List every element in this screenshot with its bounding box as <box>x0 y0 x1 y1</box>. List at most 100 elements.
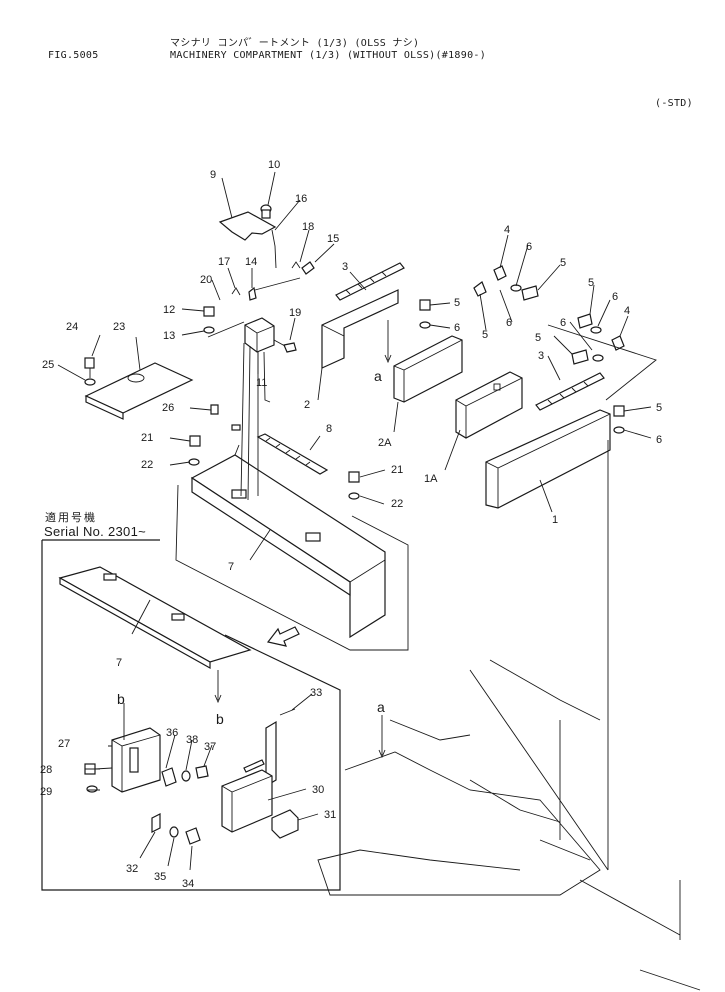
callout-ref-a-upper: a <box>374 368 382 384</box>
callout-21-left: 21 <box>141 432 153 444</box>
ref-arrow-a-lower <box>378 715 386 759</box>
callout-36: 36 <box>166 727 178 739</box>
callout-23: 23 <box>113 321 125 333</box>
part-5-bolt-2 <box>473 281 487 297</box>
callout-6-right2: 6 <box>560 317 566 329</box>
callout-6-upper: 6 <box>526 241 532 253</box>
part-4-nut-1 <box>493 265 507 281</box>
part-33-bar <box>243 708 296 788</box>
callout-3-right: 3 <box>538 350 544 362</box>
bracket-dash-line <box>207 277 301 338</box>
part-18-pin <box>291 261 301 269</box>
part-38-washer <box>181 770 191 782</box>
part-31-latch <box>271 809 299 839</box>
callout-11: 11 <box>256 377 267 389</box>
part-6-washer-1 <box>419 321 431 329</box>
ref-arrow-b-upper <box>214 670 222 704</box>
part-15-clip <box>301 261 315 275</box>
part-25-washer <box>84 378 96 386</box>
part-35-washer <box>169 826 179 838</box>
part-13-washer <box>203 326 215 334</box>
part-32-clip <box>151 813 161 833</box>
bracket-support-rod <box>240 342 271 501</box>
title-japanese: マシナリ コンパ゛ートメント (1/3) (OLSS ナシ) <box>170 38 420 49</box>
callout-35: 35 <box>154 871 166 883</box>
part-5-bolt-6 <box>613 405 625 417</box>
part-23-plate <box>84 362 194 420</box>
callout-4-upper: 4 <box>504 224 510 236</box>
part-21-bolt-right <box>348 471 360 483</box>
part-5-bolt-5 <box>571 349 589 365</box>
callout-32: 32 <box>126 863 138 875</box>
part-21-bolt-left <box>189 435 201 447</box>
part-17-pin <box>231 287 241 296</box>
callout-3-upper: 3 <box>342 261 348 273</box>
part-1-panel <box>485 409 611 509</box>
callout-6-mid: 6 <box>454 322 460 334</box>
callout-7-inset: 7 <box>116 657 122 669</box>
callout-6-lower: 6 <box>506 317 512 329</box>
part-6-washer-5 <box>613 426 625 434</box>
part-3-seal-upper <box>335 262 405 301</box>
title-english: MACHINERY COMPARTMENT (1/3) (WITHOUT OLS… <box>170 50 487 61</box>
part-27-bracket <box>111 727 161 793</box>
callout-27: 27 <box>58 738 70 750</box>
callout-30: 30 <box>312 784 324 796</box>
part-14-clip <box>248 286 257 301</box>
leader-lines <box>57 171 652 871</box>
part-36-plate <box>161 767 177 787</box>
inset-frame <box>41 539 341 891</box>
callout-13: 13 <box>163 330 175 342</box>
callout-18: 18 <box>302 221 314 233</box>
callout-5-upper: 5 <box>560 257 566 269</box>
part-11-hinge <box>244 317 275 353</box>
callout-1: 1 <box>552 514 558 526</box>
callout-29: 29 <box>40 786 52 798</box>
callout-24: 24 <box>66 321 78 333</box>
part-7-inset-cover <box>58 566 252 670</box>
part-1a-panel <box>455 371 523 439</box>
part-24-bolt <box>84 357 95 378</box>
callout-5-mid: 5 <box>454 297 460 309</box>
part-3-seal-right <box>535 372 605 411</box>
callout-2a: 2A <box>378 437 392 449</box>
part-22-washer-right <box>348 492 360 500</box>
std-tag: (-STD) <box>655 98 693 109</box>
callout-5-right2: 5 <box>535 332 541 344</box>
callout-31: 31 <box>324 809 336 821</box>
callout-12: 12 <box>163 304 175 316</box>
part-7-main-cover <box>190 444 386 639</box>
callout-ref-b-upper: b <box>117 691 125 707</box>
part-10-bolt <box>260 204 272 219</box>
part-19-bolt <box>273 339 297 353</box>
part-5-bolt-4 <box>577 313 593 329</box>
callout-21-right: 21 <box>391 464 403 476</box>
part-12-bolt <box>203 306 215 317</box>
callout-22-left: 22 <box>141 459 153 471</box>
part-30-plate <box>221 769 273 833</box>
callout-6-far-right: 6 <box>656 434 662 446</box>
callout-14: 14 <box>245 256 257 268</box>
callout-37: 37 <box>204 741 216 753</box>
right-frame-line <box>469 324 657 871</box>
callout-5-right: 5 <box>588 277 594 289</box>
part-37-bolt <box>195 765 209 779</box>
part-5-bolt-1 <box>419 299 431 311</box>
callout-22-right: 22 <box>391 498 403 510</box>
callout-labels: 9 10 16 18 15 17 14 20 12 13 19 11 24 23… <box>40 159 662 890</box>
callout-33: 33 <box>310 687 322 699</box>
callout-9: 9 <box>210 169 216 181</box>
callout-38: 38 <box>186 734 198 746</box>
part-2-panel <box>321 289 399 369</box>
callout-ref-a-lower: a <box>377 699 385 715</box>
part-6-washer-4 <box>592 354 604 362</box>
part-16-spring <box>271 229 277 269</box>
callout-5-far-right: 5 <box>656 402 662 414</box>
machine-body-outline <box>317 659 701 991</box>
part-6-washer-3 <box>590 326 602 334</box>
part-26-bolt <box>210 404 219 415</box>
callout-25: 25 <box>42 359 54 371</box>
callout-17: 17 <box>218 256 230 268</box>
callout-4-right: 4 <box>624 305 630 317</box>
